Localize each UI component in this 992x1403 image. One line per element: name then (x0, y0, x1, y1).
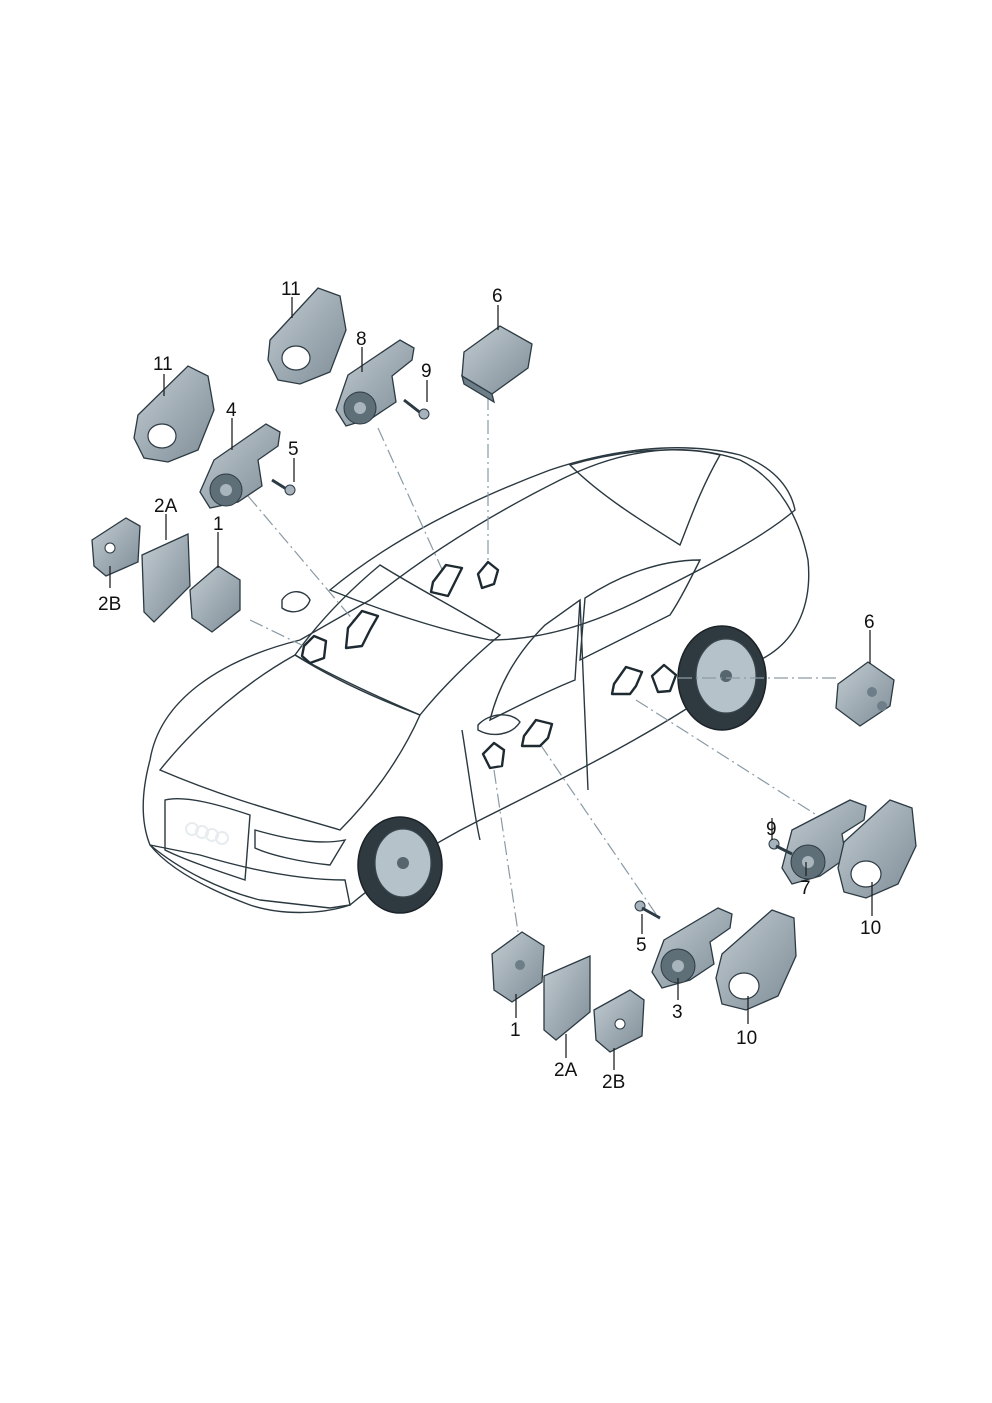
screw-5-upper (271, 478, 296, 496)
plate-2B-lower (593, 989, 645, 1053)
callout-labels: 11 11 8 9 6 4 5 2A 1 2B 6 9 7 10 5 3 10 … (98, 279, 881, 1093)
marker-rear-door-b (650, 663, 678, 694)
control-unit-1-lower (491, 931, 545, 1003)
screw-9-upper (403, 398, 430, 420)
car-illustration (142, 447, 810, 914)
marker-door-front-left-top (344, 609, 380, 650)
car-sunroof (568, 449, 722, 547)
marker-front-door-b (481, 741, 506, 770)
callout-9-upper: 9 (421, 361, 432, 382)
trim-panel-10-lower (715, 909, 797, 1011)
callout-6-right: 6 (864, 612, 875, 633)
callout-5-lower: 5 (636, 935, 647, 956)
car-mirror-right (477, 714, 521, 736)
car-mirror-left (281, 591, 311, 613)
callout-4: 4 (226, 400, 237, 421)
car-logo (185, 822, 229, 845)
callout-7: 7 (800, 878, 811, 899)
callout-10-lower: 10 (736, 1028, 757, 1049)
callout-2A-upper: 2A (154, 496, 178, 517)
callout-2B-lower: 2B (602, 1072, 625, 1093)
callout-3: 3 (672, 1002, 683, 1023)
car-bumper (149, 844, 351, 909)
trim-panel-11-upper (267, 287, 347, 385)
callout-5-upper: 5 (288, 439, 299, 460)
car-headlight (254, 829, 347, 866)
control-unit-6-top (460, 325, 533, 404)
car-body (142, 448, 810, 914)
car-windshield (293, 564, 502, 716)
trim-panel-11-lower (133, 365, 215, 463)
control-unit-1-upper (189, 565, 241, 633)
callout-8: 8 (356, 329, 367, 350)
marker-front-door-a (520, 718, 554, 748)
callout-11-upper: 11 (281, 279, 301, 300)
window-motor-4 (199, 423, 281, 509)
cover-2A-upper (141, 533, 191, 623)
control-unit-6-right (835, 661, 895, 727)
marker-rear-door-a (610, 665, 644, 696)
trim-panel-10-right (837, 799, 917, 899)
car-grille (164, 797, 251, 881)
callout-1-lower: 1 (510, 1020, 521, 1041)
dash-leaders (247, 396, 838, 933)
window-motor-8 (335, 339, 415, 427)
callout-6-top: 6 (492, 286, 503, 307)
callout-9-right: 9 (766, 819, 777, 840)
car-front-wheel (357, 816, 443, 914)
car-side-window-front (488, 598, 581, 722)
position-markers (300, 560, 678, 770)
marker-roof-rear (476, 560, 500, 590)
screw-9-right (768, 838, 793, 856)
window-motor-3 (651, 907, 733, 989)
callout-2B-upper: 2B (98, 594, 121, 615)
callout-10-right: 10 (860, 918, 881, 939)
callout-11-lower: 11 (153, 354, 173, 375)
car-roof (328, 447, 796, 641)
car-side-window-rear (579, 559, 702, 662)
marker-windscreen-left (300, 634, 328, 665)
callout-1-upper: 1 (213, 514, 224, 535)
screw-5-lower (634, 900, 661, 920)
car-hood (158, 654, 421, 831)
callout-2A-lower: 2A (554, 1060, 578, 1081)
plate-2B-upper (91, 517, 141, 577)
callout-leaders (109, 297, 873, 1070)
cover-2A-lower (543, 955, 591, 1041)
marker-roof-front (429, 563, 464, 598)
